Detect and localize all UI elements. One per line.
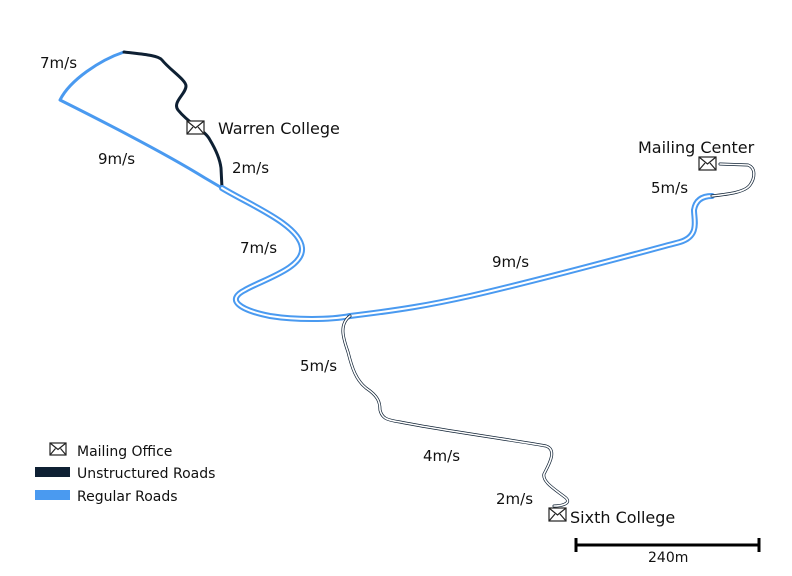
scale-bar: 240m xyxy=(574,538,761,566)
place-label-sixth-college: Sixth College xyxy=(570,508,675,527)
speed-label-south-descent: 5m/s xyxy=(300,357,337,375)
legend-swatch-regular-roads xyxy=(35,490,70,500)
legend-swatch-unstructured-roads xyxy=(35,467,70,477)
legend-label-mailing-office: Mailing Office xyxy=(77,444,172,460)
legend-label-unstructured-roads: Unstructured Roads xyxy=(77,466,215,482)
unstructured-road-south-outer xyxy=(341,314,569,508)
regular-road-long-diagonal-outer xyxy=(347,193,715,319)
envelope-icon xyxy=(698,156,717,171)
speed-label-mid-bend: 7m/s xyxy=(240,239,277,257)
speed-label-top-left: 7m/s xyxy=(40,54,77,72)
speed-label-left-diagonal: 9m/s xyxy=(98,150,135,168)
place-label-warren-college: Warren College xyxy=(218,119,340,138)
legend: Mailing Office Unstructured Roads Regula… xyxy=(35,442,215,505)
envelope-icon xyxy=(548,507,567,522)
speed-label-mailing-center-curve: 5m/s xyxy=(651,179,688,197)
speed-label-sixth-approach: 2m/s xyxy=(496,490,533,508)
scale-bar-label: 240m xyxy=(648,550,688,566)
envelope-icon xyxy=(49,442,67,456)
unstructured-road-mailing-center-outer xyxy=(710,162,756,198)
regular-road-west-loop xyxy=(58,50,224,190)
regular-road-warren-bend-inner xyxy=(221,187,351,320)
regular-road-long-diagonal-inner xyxy=(349,195,713,317)
unstructured-road-south-inner xyxy=(342,315,569,507)
envelope-icon xyxy=(186,120,205,135)
legend-label-regular-roads: Regular Roads xyxy=(77,489,178,505)
speed-label-warren-down: 2m/s xyxy=(232,159,269,177)
unstructured-road-mailing-center-inner xyxy=(711,163,755,197)
speed-label-long-diagonal: 9m/s xyxy=(492,253,529,271)
place-label-mailing-center: Mailing Center xyxy=(638,138,755,157)
unstructured-road-warren-top xyxy=(122,50,224,190)
speed-label-south-straight: 4m/s xyxy=(423,447,460,465)
